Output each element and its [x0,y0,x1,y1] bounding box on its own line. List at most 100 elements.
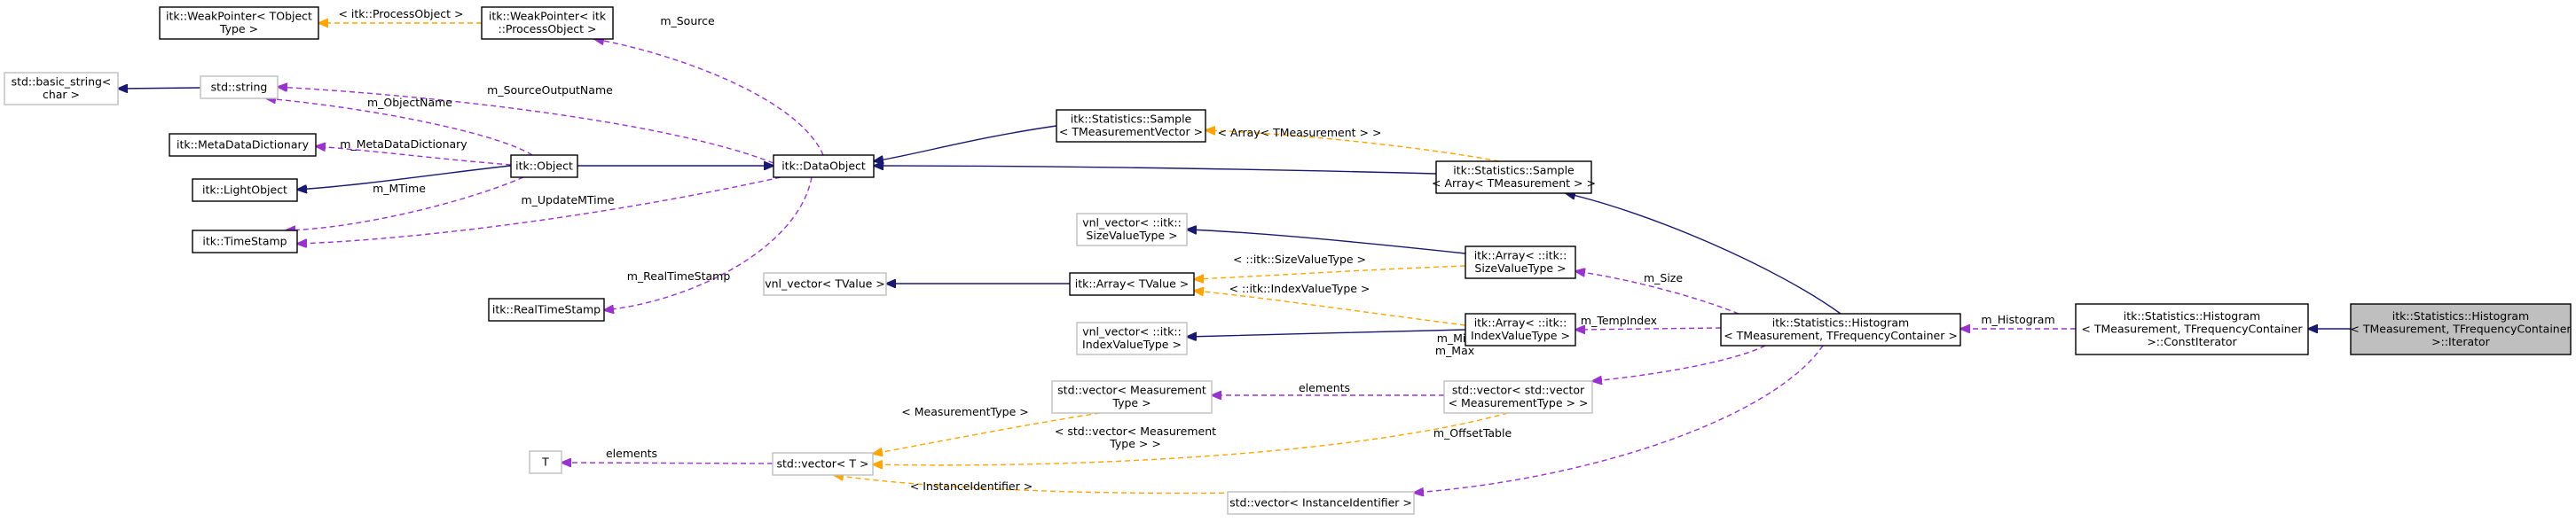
node-box [192,178,298,202]
edge-label: elements [1299,381,1350,394]
node-box [1069,272,1195,296]
node-box [1227,491,1415,515]
class-node-array-indexvalue[interactable]: itk::Array< ::itk::IndexValueType > [1465,313,1576,347]
edge-metadata-to-object: m_MetaDataDictionary [316,137,512,166]
edge-vect-to-vecvec: < std::vector< MeasurementType > > [873,412,1509,465]
edge-string-to-object: m_ObjectName [266,96,533,156]
class-node-vec-measurementtype[interactable]: std::vector< MeasurementType > [1051,380,1213,414]
node-label: < TMeasurement, TFrequencyContainer [2350,322,2572,335]
edge-line-usage [594,39,824,156]
class-node-dataobject[interactable]: itk::DataObject [773,154,875,178]
class-node-vec-vec-measurementtype[interactable]: std::vector< std::vector< MeasurementTyp… [1443,380,1593,414]
node-label: itk::Statistics::Histogram [1772,316,1909,330]
node-box [1051,380,1213,414]
class-node-iterator[interactable]: itk::Statistics::Histogram< TMeasurement… [2350,303,2572,355]
edge-line-usage [1575,271,1740,315]
class-node-vec-instanceidentifier[interactable]: std::vector< InstanceIdentifier > [1227,491,1415,515]
class-node-vnl-tvalue[interactable]: vnl_vector< TValue > [763,272,887,296]
class-node-realtimestamp[interactable]: itk::RealTimeStamp [488,298,605,322]
node-label: vnl_vector< ::itk:: [1082,216,1182,230]
node-label: IndexValueType > [1082,338,1182,351]
node-label: < TMeasurement, TFrequencyContainer [2081,322,2303,335]
node-label: std::vector< Measurement [1057,384,1206,397]
edge-label: m_Min [1437,331,1473,345]
class-node-metadatadictionary[interactable]: itk::MetaDataDictionary [169,133,317,157]
node-label: IndexValueType > [1471,329,1570,342]
edge-vnlindex-to-arrayindex [1187,329,1466,337]
edge-line-template [1194,265,1466,279]
class-node-vnl-indexvalue[interactable]: vnl_vector< ::itk::IndexValueType > [1076,322,1188,355]
edge-samplevector-to-samplearray: < Array< TMeasurement > > [1206,126,1500,162]
edge-realtimestamp-to-dataobject: m_RealTimeStamp [604,176,813,310]
edge-line-usage [604,176,813,310]
node-label: >::Iterator [2431,335,2491,348]
class-node-std-string[interactable]: std::string [200,75,279,99]
edge-line-inherit [118,88,201,89]
class-node-const-iterator[interactable]: itk::Statistics::Histogram< TMeasurement… [2075,303,2309,355]
class-node-vnl-sizevalue[interactable]: vnl_vector< ::itk::SizeValueType > [1076,213,1188,246]
edge-label: < itk::ProcessObject > [338,7,463,20]
edge-label: m_ObjectName [367,96,452,109]
edge-label: < ::itk::SizeValueType > [1233,253,1366,266]
node-box [1076,322,1188,355]
class-node-itk-object[interactable]: itk::Object [510,154,578,178]
edge-line-usage [562,463,774,464]
edge-vecmeasure-to-vecvec: elements [1212,381,1445,395]
edge-label: < ::itk::IndexValueType > [1229,282,1370,295]
node-label: std::string [211,80,268,93]
class-node-sample-array[interactable]: itk::Statistics::Sample< Array< TMeasure… [1432,160,1596,194]
edge-line-template [873,412,1509,465]
edge-line-inherit [874,125,1057,161]
class-node-t-node[interactable]: T [529,450,562,474]
edge-string-to-dataobject: m_SourceOutputName [278,83,774,164]
edge-label: < MeasurementType > [901,405,1028,418]
edge-label: m_MetaDataDictionary [340,137,467,151]
node-label: std::vector< std::vector [1452,384,1585,397]
class-node-weakptr-processobject[interactable]: itk::WeakPointer< itk::ProcessObject > [481,6,614,40]
node-box [1056,109,1206,143]
node-box [529,450,562,474]
edge-line-usage [1414,345,1824,493]
node-label: SizeValueType > [1086,229,1177,242]
node-box [510,154,578,178]
node-label: itk::Object [515,159,573,172]
node-box [169,133,317,157]
node-label: itk::Statistics::Histogram [2392,309,2529,323]
edge-label: m_OffsetTable [1433,426,1512,440]
edge-line-usage [316,146,512,166]
edge-label: < std::vector< Measurement [1055,425,1216,438]
class-node-lightobject[interactable]: itk::LightObject [192,178,298,202]
class-node-sample-vector[interactable]: itk::Statistics::Sample< TMeasurementVec… [1056,109,1206,143]
class-node-timestamp[interactable]: itk::TimeStamp [192,230,298,253]
class-node-array-sizevalue[interactable]: itk::Array< ::itk::SizeValueType > [1465,245,1576,279]
edge-arrayindex-to-histogram: m_TempIndex [1575,314,1722,330]
class-node-vec-t[interactable]: std::vector< T > [772,452,874,476]
node-box [1465,313,1576,347]
node-label: std::vector< InstanceIdentifier > [1229,495,1412,509]
class-node-array-tvalue[interactable]: itk::Array< TValue > [1069,272,1195,296]
node-label: itk::TimeStamp [202,234,287,247]
edge-vecinstance-to-histogram: m_OffsetTable [1414,345,1824,493]
edge-samplearray-to-histogram [1566,193,1842,315]
edge-arraysize-to-histogram: m_Size [1575,271,1740,315]
edge-line-template [834,475,1287,495]
node-label: >::ConstIterator [2147,335,2237,348]
node-box [1435,160,1592,194]
edge-vnlsize-to-arraysize [1187,230,1466,254]
edge-timestamp-to-dataobject: m_UpdateMTime [297,176,781,244]
node-label: ::ProcessObject > [499,22,597,35]
edge-label: Type > > [1109,437,1161,450]
edge-line-usage [1575,328,1722,330]
node-label: itk::WeakPointer< TObject [166,10,312,23]
class-node-basic-string[interactable]: std::basic_string<char > [4,72,119,105]
node-box [1465,245,1576,279]
edge-dataobject-to-samplevector [874,125,1057,161]
node-label: itk::Array< ::itk:: [1474,249,1567,262]
class-node-histogram[interactable]: itk::Statistics::Histogram< TMeasurement… [1720,313,1961,347]
edge-label: m_RealTimeStamp [627,269,731,283]
edge-dataobject-to-samplearray [874,166,1437,175]
